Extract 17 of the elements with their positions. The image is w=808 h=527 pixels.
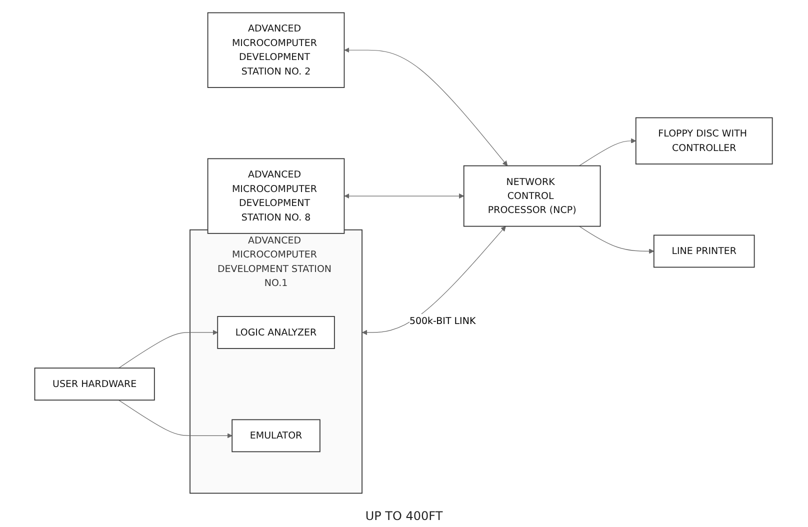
node-box: FLOPPY DISC WITH CONTROLLER xyxy=(636,116,774,164)
arrow xyxy=(362,226,506,335)
node-box: LOGIC ANALYZER xyxy=(218,316,336,348)
arrow xyxy=(118,399,233,438)
node-box: ADVANCED MICROCOMPUTER DEVELOPMENT STATION NO. 2 xyxy=(208,12,346,88)
arrow xyxy=(579,138,637,166)
node-box: ADVANCED MICROCOMPUTER DEVELOPMENT STATION NO. 8 xyxy=(208,158,346,234)
edge-label: 500k-BIT LINK xyxy=(410,314,476,326)
dimension-label: UP TO 400FT xyxy=(365,509,443,523)
arrow xyxy=(118,329,218,368)
node-box: USER HARDWARE xyxy=(34,367,156,400)
node-box: LINE PRINTER xyxy=(654,234,756,268)
node-box: NETWORK CONTROL PROCESSOR (NCP) xyxy=(464,164,602,226)
arrow xyxy=(579,226,655,254)
arrow xyxy=(344,192,465,198)
node-box: EMULATOR xyxy=(232,418,321,452)
arrow xyxy=(344,47,508,166)
